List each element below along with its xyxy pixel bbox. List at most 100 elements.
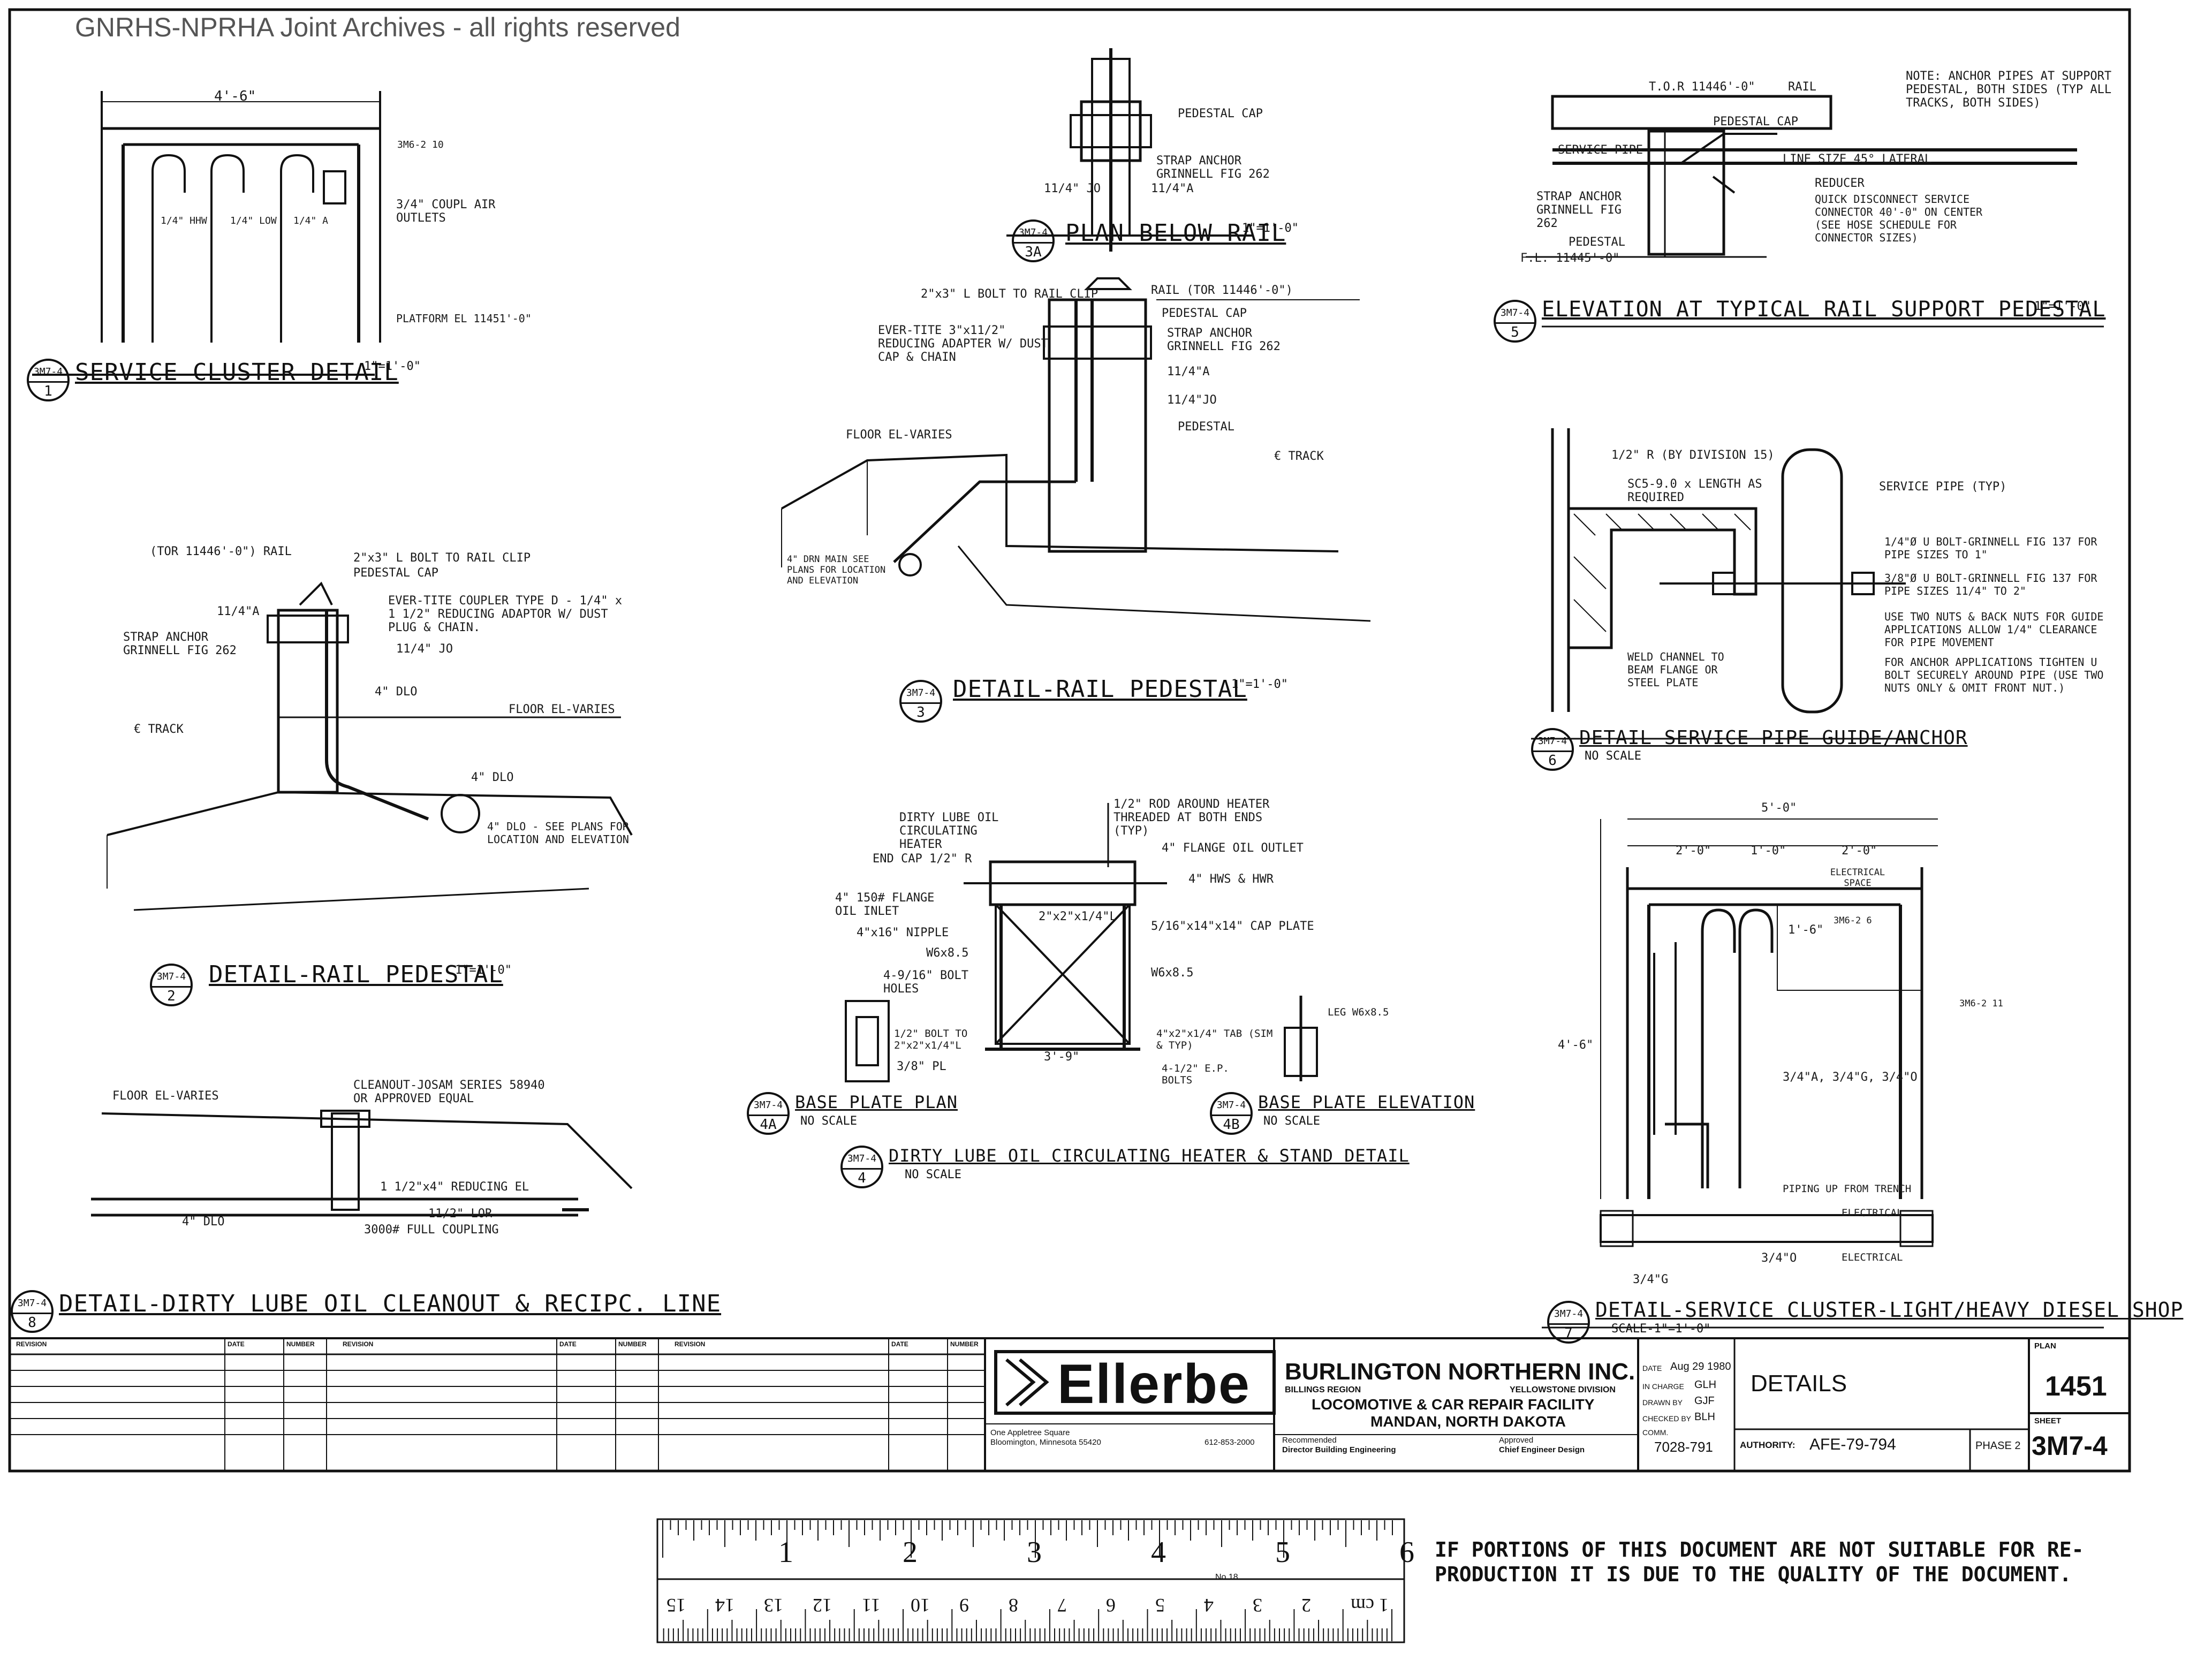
title-block-lines	[10, 1337, 2130, 1471]
d2-dlo2-label: 4" DLO	[471, 771, 514, 784]
d1-title: SERVICE CLUSTER DETAIL	[75, 359, 399, 386]
d2-title: DETAIL-RAIL PEDESTAL	[209, 961, 503, 988]
revision-header-6: REVISION	[675, 1340, 706, 1348]
drawn-by-value: GJF	[1694, 1395, 1715, 1407]
ellerbe-logo-mark	[994, 1350, 1276, 1415]
d4-angle-label: 2"x2"x1/4"L	[1039, 910, 1117, 923]
d4-w2-label: W6x8.5	[1151, 966, 1194, 980]
d4b-scale: NO SCALE	[1263, 1114, 1320, 1128]
ruler-cm-label: 7	[1057, 1595, 1067, 1616]
d4-pl-label: 3/8" PL	[897, 1060, 946, 1073]
firm-address-2: Bloomington, Minnesota 55420	[990, 1438, 1101, 1447]
d4-scale: NO SCALE	[905, 1168, 961, 1181]
d7-elec-space: ELECTRICAL SPACE	[1830, 867, 1885, 889]
ruler-inch-label: 5	[1275, 1536, 1290, 1569]
revision-header-3: REVISION	[343, 1340, 374, 1348]
d6-title: DETAIL-SERVICE PIPE GUIDE/ANCHOR	[1579, 727, 1968, 749]
d1-pipe-hhw: 1/4" HHW	[161, 215, 207, 226]
d2-track-label: € TRACK	[134, 723, 184, 736]
ruler-cm-label: 10	[911, 1595, 930, 1616]
drawn-by-label: DRAWN BY	[1642, 1398, 1683, 1407]
checked-by-value: BLH	[1694, 1411, 1715, 1423]
plan-number: 1451	[2045, 1371, 2107, 1402]
d7-o-label: 3/4"O	[1761, 1252, 1797, 1265]
d5-quick-label: QUICK DISCONNECT SERVICE CONNECTOR 40'-0…	[1815, 193, 1983, 244]
d1-ref: 3M6-2 10	[397, 139, 444, 150]
d3-bolt-label: 2"x3" L BOLT TO RAIL CLIP	[921, 287, 1099, 301]
ruler-inch-label: 3	[1027, 1536, 1042, 1569]
d1-pipe-low: 1/4" LOW	[230, 215, 277, 226]
d5-cap-label: PEDESTAL CAP	[1713, 115, 1798, 128]
checked-by-label: CHECKED BY	[1642, 1414, 1692, 1423]
d7-ref: 3M6-2 6	[1834, 915, 1872, 926]
d3-floor-label: FLOOR EL-VARIES	[846, 428, 952, 442]
d8-coupling-label: 3000# FULL COUPLING	[364, 1223, 499, 1237]
d7-width-dim: 5'-0"	[1761, 801, 1797, 815]
d4-flange-label: 4" 150# FLANGE OIL INLET	[835, 891, 935, 918]
d4-endcap-label: END CAP 1/2" R	[873, 852, 972, 866]
revision-header-4: DATE	[559, 1340, 577, 1348]
ruler-cm-label: 2	[1301, 1595, 1312, 1616]
revision-header-2: NUMBER	[286, 1340, 315, 1348]
detail-7-drawing	[1542, 818, 2104, 1329]
d2-bolt-label: 2"x3" L BOLT TO RAIL CLIP	[353, 551, 531, 565]
d6-service-label: SERVICE PIPE (TYP)	[1879, 480, 2007, 494]
d4b-title: BASE PLATE ELEVATION	[1258, 1092, 1475, 1112]
ruler-inch-label: 1	[778, 1536, 793, 1569]
ruler-cm-label: 5	[1155, 1595, 1165, 1616]
d4a-title: BASE PLATE PLAN	[795, 1092, 958, 1112]
approved-label: Approved	[1499, 1436, 1534, 1445]
d5-tor-label: T.O.R 11446'-0"	[1649, 80, 1755, 94]
authority-value: AFE-79-794	[1809, 1436, 1896, 1453]
d6-weld-label: WELD CHANNEL TO BEAM FLANGE OR STEEL PLA…	[1627, 650, 1724, 689]
director-label: Director Building Engineering	[1282, 1445, 1396, 1454]
revision-header-5: NUMBER	[618, 1340, 647, 1348]
d3a-anchor-label: STRAP ANCHOR GRINNELL FIG 262	[1156, 154, 1270, 181]
d4-leg-label: LEG W6x8.5	[1328, 1006, 1389, 1018]
d4a-scale: NO SCALE	[800, 1114, 857, 1128]
d7-title: DETAIL-SERVICE CLUSTER-LIGHT/HEAVY DIESE…	[1595, 1298, 2184, 1322]
d2-rail-label: (TOR 11446'-0") RAIL	[150, 545, 292, 558]
d3-anchor-label: STRAP ANCHOR GRINNELL FIG 262	[1167, 327, 1281, 353]
ruler-inch-label: 4	[1151, 1536, 1166, 1569]
sheet-label: SHEET	[2034, 1416, 2062, 1425]
d3-track-label: € TRACK	[1274, 450, 1324, 463]
ruler-cm-label: 8	[1008, 1595, 1018, 1616]
d2-coupler-label: EVER-TITE COUPLER TYPE D - 1/4" x 1 1/2"…	[388, 594, 623, 634]
d5-scale: 1"=1'-0"	[2034, 300, 2091, 313]
ruler-ticks	[662, 1520, 1393, 1641]
client-division: YELLOWSTONE DIVISION	[1510, 1385, 1616, 1394]
d5-fl-label: F.L. 11445'-0"	[1520, 252, 1620, 265]
d2-jo-label: 11/4" JO	[396, 642, 453, 656]
d8-dlo-label: 4" DLO	[182, 1215, 225, 1229]
ruler-cm-label: 14	[715, 1595, 734, 1616]
ruler-stamp: No.18	[1215, 1573, 1238, 1582]
d4-w1-label: W6x8.5	[926, 946, 969, 960]
d4-dim-label: 3'-9"	[1044, 1050, 1080, 1064]
d4-title: DIRTY LUBE OIL CIRCULATING HEATER & STAN…	[889, 1146, 1410, 1166]
d6-anchor-app-label: FOR ANCHOR APPLICATIONS TIGHTEN U BOLT S…	[1884, 656, 2104, 694]
d6-bolt2-label: 3/8"Ø U BOLT-GRINNELL FIG 137 FOR PIPE S…	[1884, 572, 2097, 597]
d5-title: ELEVATION AT TYPICAL RAIL SUPPORT PEDEST…	[1542, 297, 2106, 322]
archive-watermark: GNRHS-NPRHA Joint Archives - all rights …	[75, 12, 680, 42]
d3-scale: 1"=1'-0"	[1231, 678, 1288, 691]
ruler-cm-label: 9	[959, 1595, 969, 1616]
d8-lor-label: 11/2" LOR	[428, 1207, 493, 1220]
d3-a-label: 11/4"A	[1167, 365, 1210, 378]
d3a-cap-label: PEDESTAL CAP	[1178, 107, 1263, 120]
ruler-inch-label: 2	[903, 1536, 918, 1569]
date-value: Aug 29 1980	[1670, 1361, 1731, 1373]
d2-plans-label: 4" DLO - SEE PLANS FOR LOCATION AND ELEV…	[487, 820, 629, 846]
d1-scale: 1"=1'-0"	[364, 360, 421, 373]
firm-address-1: One Appletree Square	[990, 1428, 1070, 1437]
detail-4-drawing	[845, 803, 1318, 1082]
ruler-inch-label: 6	[1399, 1536, 1414, 1569]
d3-adapter-label: EVER-TITE 3"x11/2" REDUCING ADAPTER W/ D…	[878, 324, 1048, 364]
d5-reducer-label: REDUCER	[1815, 177, 1865, 190]
d8-title: DETAIL-DIRTY LUBE OIL CLEANOUT & RECIPC.…	[59, 1290, 722, 1317]
